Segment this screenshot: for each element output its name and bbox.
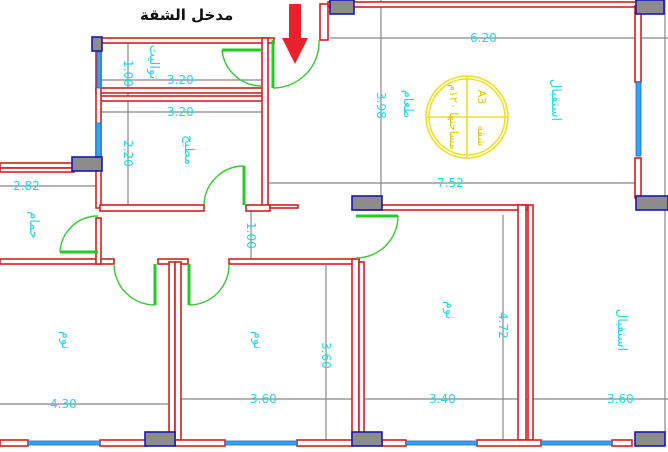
room-label-reception-bottom: استقبال bbox=[614, 309, 629, 351]
dim-toilet-depth: 1.00 bbox=[121, 60, 135, 87]
stamp-area: مساحتها ١٢٠م bbox=[447, 84, 460, 150]
dim-dining-depth: 3.98 bbox=[374, 92, 388, 119]
doors bbox=[59, 39, 399, 306]
dim-bedroom-right-depth: 4.72 bbox=[496, 312, 510, 339]
dim-kitchen-width: 3.20 bbox=[167, 105, 194, 119]
window-bedroom-right bbox=[405, 440, 478, 446]
walls bbox=[0, 1, 642, 447]
columns bbox=[71, 0, 668, 447]
room-labels: تواليت مطبخ حمام طعام استقبال نوم نوم نو… bbox=[26, 45, 629, 351]
window-bedroom-mid bbox=[224, 440, 298, 446]
dim-bedroom-left-width: 4.30 bbox=[50, 397, 77, 411]
dim-reception-bottom-width: 3.60 bbox=[607, 392, 634, 406]
stamp-unit-id: A3 bbox=[475, 90, 488, 105]
apartment-entrance-label: مدخل الشقة bbox=[140, 6, 234, 24]
stamp-label: شقة bbox=[475, 126, 488, 147]
dimension-labels: 3.20 1.00 3.20 2.20 2.82 1.00 6.20 3.98 … bbox=[13, 31, 634, 411]
dim-corridor-width: 1.00 bbox=[244, 222, 258, 249]
dim-hall-width: 7.52 bbox=[437, 176, 464, 190]
window-reception-top bbox=[635, 81, 642, 157]
window-bedroom-left bbox=[27, 440, 101, 446]
dim-bath-width: 2.82 bbox=[13, 179, 40, 193]
windows bbox=[27, 51, 642, 446]
room-label-reception-top: استقبال bbox=[548, 79, 563, 121]
dimension-lines bbox=[0, 0, 668, 440]
dim-bedroom-right-width: 3.40 bbox=[429, 392, 456, 406]
unit-stamp: A3 شقة مساحتها ١٢٠م bbox=[425, 75, 509, 159]
room-label-toilet: تواليت bbox=[146, 45, 161, 80]
dim-toilet-width: 3.20 bbox=[167, 73, 194, 87]
room-label-bath: حمام bbox=[26, 211, 41, 239]
room-label-dining: طعام bbox=[400, 90, 415, 119]
dim-bedroom-mid-depth: 3.60 bbox=[319, 342, 333, 369]
room-label-bedroom-left: نوم bbox=[58, 331, 73, 349]
dim-top-reception-width: 6.20 bbox=[470, 31, 497, 45]
window-toilet bbox=[96, 51, 102, 89]
window-reception-bottom bbox=[540, 440, 613, 446]
room-label-bedroom-right: نوم bbox=[442, 301, 457, 319]
dim-bedroom-mid-width: 3.60 bbox=[250, 392, 277, 406]
room-label-bedroom-mid: نوم bbox=[250, 331, 265, 349]
window-kitchen bbox=[95, 122, 102, 158]
entrance-arrow-icon bbox=[282, 4, 308, 64]
room-label-kitchen: مطبخ bbox=[181, 135, 196, 165]
dim-kitchen-depth: 2.20 bbox=[121, 140, 135, 167]
